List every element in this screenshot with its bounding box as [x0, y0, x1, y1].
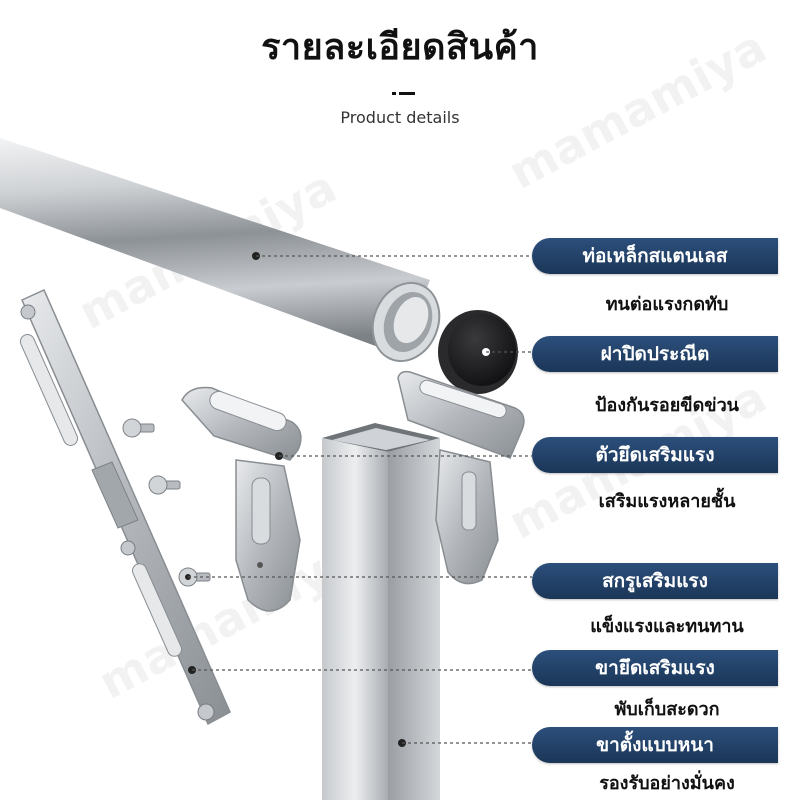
feature-desc-stand: รองรับอย่างมั่นคง	[599, 773, 735, 794]
stainless-tube	[0, 138, 441, 362]
folding-leg	[19, 289, 231, 726]
page-subtitle: Product details	[340, 108, 460, 127]
feature-label-screw: สกรูเสริมแรง	[532, 563, 778, 599]
feature-desc-bracket: เสริมแรงหลายชั้น	[598, 491, 736, 512]
square-post	[322, 423, 440, 800]
feature-label-bracket: ตัวยึดเสริมแรง	[532, 437, 778, 473]
feature-label-leg-brace: ขายึดเสริมแรง	[532, 650, 778, 686]
feature-label-cap: ฝาปิดประณีต	[532, 336, 778, 372]
title-divider-line	[399, 92, 415, 95]
feature-desc-leg-brace: พับเก็บสะดวก	[614, 699, 720, 720]
callout-lines	[188, 255, 532, 744]
right-bracket	[397, 370, 525, 585]
left-bracket	[181, 386, 302, 612]
feature-label-tube: ท่อเหล็กสแตนเลส	[532, 238, 778, 274]
end-cap	[438, 310, 518, 394]
screws	[122, 418, 211, 587]
title-divider-dot	[392, 92, 396, 95]
feature-desc-tube: ทนต่อแรงกดทับ	[605, 294, 729, 315]
screw-2	[148, 475, 181, 495]
page-title: รายละเอียดสินค้า	[261, 27, 539, 68]
feature-desc-cap: ป้องกันรอยขีดข่วน	[595, 395, 739, 416]
feature-label-stand: ขาตั้งแบบหนา	[532, 727, 778, 763]
screw-1	[122, 418, 155, 438]
feature-desc-screw: แข็งแรงและทนทาน	[590, 616, 744, 637]
